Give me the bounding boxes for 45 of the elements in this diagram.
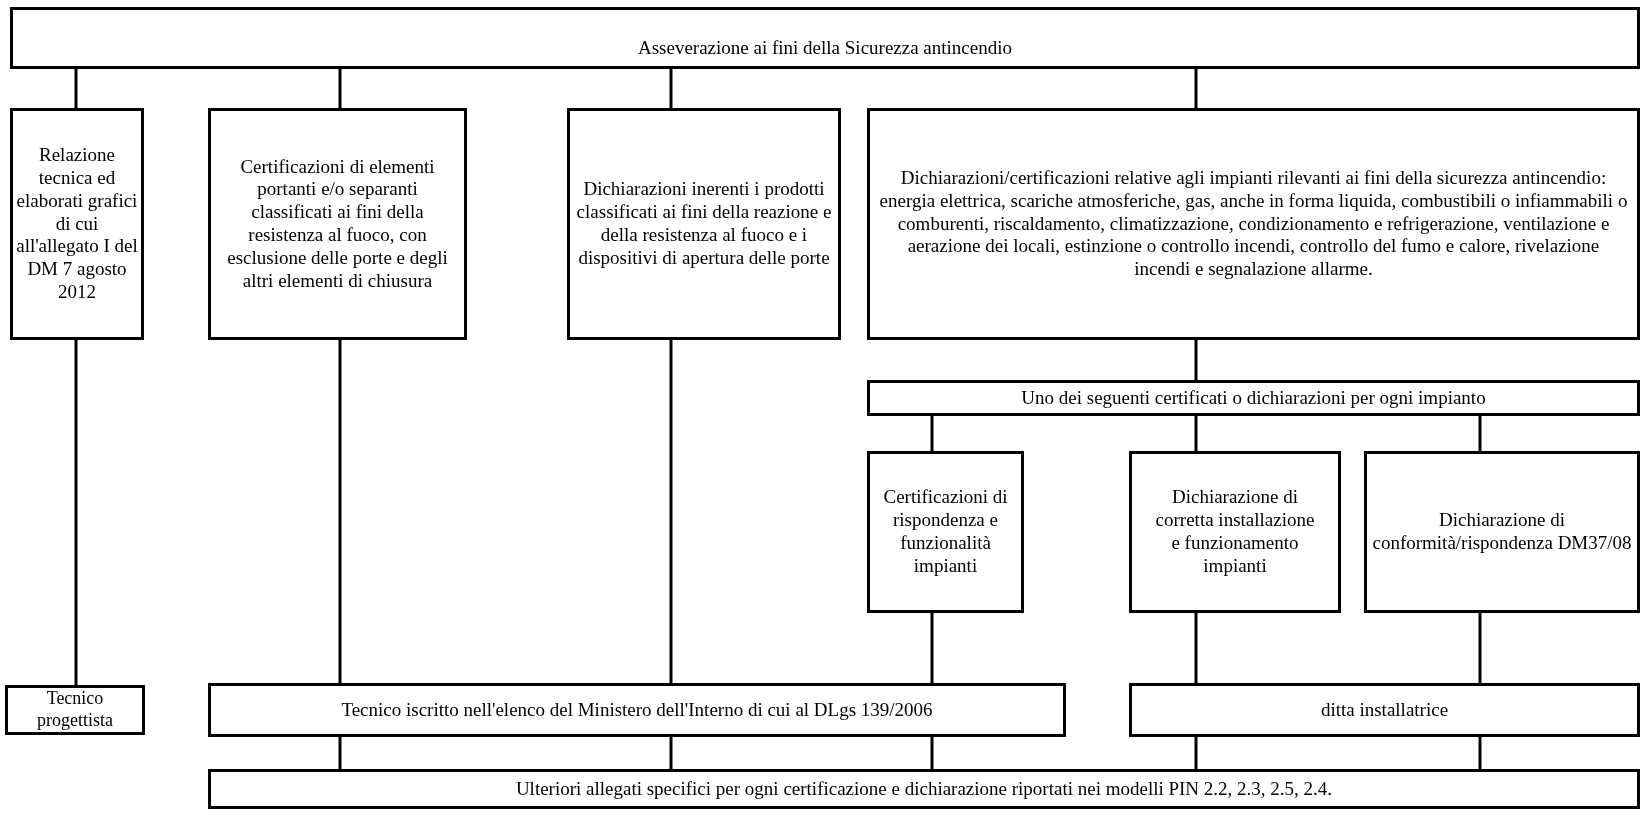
box-text: ditta installatrice [1320, 698, 1449, 722]
connector-line [1478, 416, 1482, 451]
text-box [1364, 451, 1640, 613]
text-box [1129, 451, 1341, 613]
connector-line [1194, 613, 1198, 683]
connector-line [930, 416, 934, 451]
text-box [208, 108, 467, 340]
box-text: Ulteriori allegati specifici per ogni certificazione e dichiarazione riportati nei modelli PIN 2.2, 2.3, 2.5, 2.4. [515, 777, 1333, 801]
box-text: Uno dei seguenti certificati o dichiarazioni per ogni impianto [1021, 386, 1486, 410]
text-box [567, 108, 841, 340]
text-box [5, 685, 145, 735]
box-text: Certificazioni di elementi portanti e/o separanti classificati ai fini della resistenza al fuoco, con esclusione delle porte e degli altri elementi di chiusura [226, 155, 449, 293]
text-box [867, 380, 1640, 416]
text-box [867, 108, 1640, 340]
connector-line [930, 737, 934, 769]
connector-line [930, 613, 934, 683]
box-text: Tecnico progettista [36, 688, 114, 732]
connector-line [1194, 737, 1198, 769]
box-text: Dichiarazioni/certificazioni relative agli impianti rilevanti ai fini della sicurezza antincendio: energia elettrica, scariche atmosferiche, gas, anche in forma liquida, combustibili o infiammabili o comburenti, riscaldamento, climatizzazione, condizionamento e refrigerazione, ventilazione e aerazione dei locali, estinzione o controllo incendi, controllo del fumo e calore, rivelazione incendi e segnalazione allarme. [878, 167, 1629, 281]
connector-line [669, 737, 673, 769]
connector-line [338, 340, 342, 683]
text-box [1129, 683, 1640, 737]
connector-line [338, 737, 342, 769]
box-text: Certificazioni di rispondenza e funzionalità impianti [882, 486, 1009, 578]
connector-line [338, 69, 342, 108]
connector-line [669, 340, 673, 683]
connector-line [1478, 737, 1482, 769]
connector-line [1478, 613, 1482, 683]
box-text: Asseverazione ai fini della Sicurezza antincendio [638, 37, 1012, 60]
box-text: Relazione tecnica ed elaborati grafici di cui all'allegato I del DM 7 agosto 2012 [15, 144, 139, 304]
box-text: Tecnico iscritto nell'elenco del Ministero dell'Interno di cui al DLgs 139/2006 [341, 698, 933, 722]
text-box [10, 108, 144, 340]
box-text: Dichiarazione di corretta installazione e funzionamento impianti [1154, 486, 1316, 578]
text-box [208, 769, 1640, 809]
text-box [10, 7, 1640, 69]
connector-line [74, 69, 78, 108]
connector-line [1194, 416, 1198, 451]
connector-line [669, 69, 673, 108]
text-box [867, 451, 1024, 613]
box-text: Dichiarazione di conformità/rispondenza DM37/08 [1371, 509, 1633, 555]
text-box [208, 683, 1066, 737]
connector-line [1194, 340, 1198, 380]
connector-line [1194, 69, 1198, 108]
box-text: Dichiarazioni inerenti i prodotti classificati ai fini della reazione e della resistenza al fuoco e i dispositivi di apertura delle porte [576, 178, 832, 270]
connector-line [74, 340, 78, 685]
